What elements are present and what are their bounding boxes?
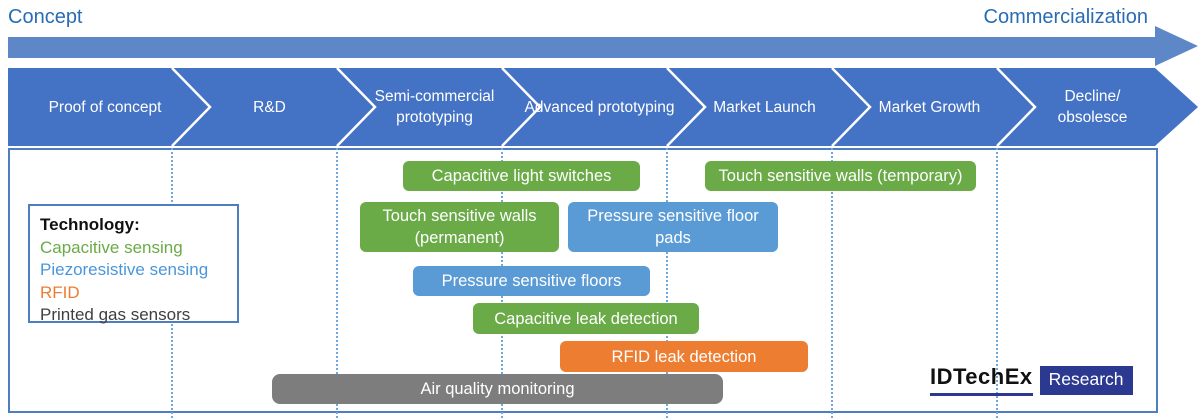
bar-capacitive-light-switches: Capacitive light switches xyxy=(403,161,640,191)
idtechex-logo-brand: IDTechEx xyxy=(930,364,1033,396)
legend-item-capacitive-sensing: Capacitive sensing xyxy=(40,237,183,257)
legend-item-printed-gas-sensors: Printed gas sensors xyxy=(40,305,191,324)
bar-pressure-sensitive-floor-pads: Pressure sensitive floor pads xyxy=(568,202,778,252)
stage-separators xyxy=(171,68,1037,146)
commercialization-label: Commercialization xyxy=(983,6,1149,28)
stage-advanced-prototyping: Advanced prototyping xyxy=(524,98,675,116)
idtechex-logo: IDTechEx Research xyxy=(930,364,1133,396)
legend-item-piezoresistive-sensing: Piezoresistive sensing xyxy=(40,260,209,279)
concept-label: Concept xyxy=(8,6,83,28)
bar-air-quality-monitoring: Air quality monitoring xyxy=(272,374,723,404)
stage-band-shape xyxy=(8,68,1198,146)
bar-capacitive-leak-detection: Capacitive leak detection xyxy=(473,303,699,334)
stage-decline-obsolesce: Decline/ obsolesce xyxy=(1057,88,1128,126)
stage-gridline xyxy=(996,148,998,418)
bar-touch-sensitive-walls-temporary: Touch sensitive walls (temporary) xyxy=(705,161,976,191)
stage-rd: R&D xyxy=(253,98,286,116)
stage-gridline xyxy=(831,148,833,418)
technology-legend: Technology: Capacitive sensing Piezoresi… xyxy=(28,204,239,324)
bar-pressure-sensitive-floors: Pressure sensitive floors xyxy=(413,266,650,296)
stage-gridline xyxy=(666,148,668,418)
stage-chevron-band xyxy=(8,68,1198,146)
idtechex-logo-research-badge: Research xyxy=(1039,365,1133,395)
timeline-arrow xyxy=(8,26,1198,66)
bar-touch-sensitive-walls-permanent: Touch sensitive walls (permanent) xyxy=(360,202,559,252)
stage-semi-commercial-prototyping: Semi-commercial prototyping xyxy=(374,88,495,126)
stage-gridline xyxy=(336,148,338,418)
timeline-arrow-shape xyxy=(8,26,1198,66)
bar-rfid-leak-detection: RFID leak detection xyxy=(560,341,808,372)
stage-market-launch: Market Launch xyxy=(713,98,816,116)
legend-title: Technology: xyxy=(40,215,140,234)
stage-market-growth: Market Growth xyxy=(878,98,981,116)
legend-item-rfid: RFID xyxy=(40,282,80,302)
stage-proof-of-concept: Proof of concept xyxy=(48,98,162,116)
